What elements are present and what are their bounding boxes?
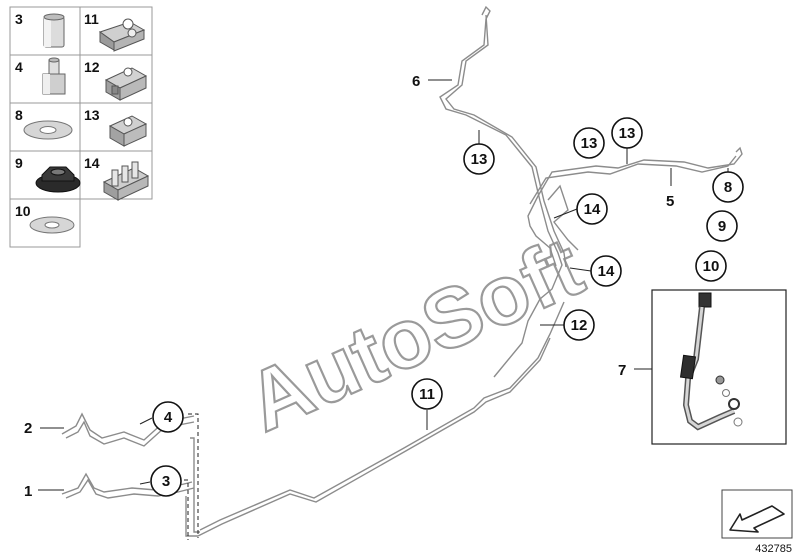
legend-number: 4 bbox=[15, 59, 23, 75]
brake-pipes bbox=[61, 5, 743, 537]
legend-number: 14 bbox=[84, 155, 100, 171]
brake-hose-detail-box bbox=[651, 289, 787, 445]
legend-number: 3 bbox=[15, 11, 23, 27]
image-number: 432785 bbox=[755, 543, 792, 555]
legend-number: 12 bbox=[84, 59, 100, 75]
callout-circle-label: 13 bbox=[619, 125, 636, 142]
callout-circle bbox=[695, 250, 727, 282]
callout-circle-label: 14 bbox=[598, 263, 615, 280]
watermark-text: AutoSoft bbox=[233, 219, 595, 449]
callout-circle bbox=[152, 401, 184, 433]
view-direction-box bbox=[721, 489, 793, 539]
callout-circle-label: 11 bbox=[419, 386, 435, 403]
brake-hose-icon bbox=[679, 292, 743, 431]
callout-circle-label: 14 bbox=[584, 201, 601, 218]
callout-label: 2 bbox=[24, 420, 32, 437]
multi-pipe-clip-icon bbox=[102, 161, 150, 201]
single-pipe-clip-icon bbox=[108, 115, 148, 147]
guide-lines bbox=[184, 413, 199, 540]
callout-circle bbox=[573, 127, 605, 159]
callout-label: 7 bbox=[618, 362, 626, 379]
callout-label: 6 bbox=[412, 73, 420, 90]
callout-label: 1 bbox=[24, 483, 32, 500]
callout-circle bbox=[463, 143, 495, 175]
legend-number: 8 bbox=[15, 107, 23, 123]
flat-washer-icon bbox=[23, 120, 73, 140]
pipe-union-nut-icon bbox=[42, 57, 66, 95]
callout-circle bbox=[706, 210, 738, 242]
legend-number: 13 bbox=[84, 107, 100, 123]
callout-circles: 13 13 13 8 14 9 14 10 12 11 4 3 bbox=[150, 117, 744, 497]
callout-circle-label: 13 bbox=[471, 151, 488, 168]
rubber-grommet-icon bbox=[35, 166, 81, 193]
callout-circle-label: 8 bbox=[724, 179, 732, 196]
direction-arrow-icon bbox=[729, 505, 785, 533]
callout-circle bbox=[411, 378, 443, 410]
pipe-holder-bracket-icon bbox=[104, 67, 148, 101]
hex-sleeve-nut-icon bbox=[43, 13, 65, 48]
callout-circle bbox=[563, 309, 595, 341]
callout-circle-label: 12 bbox=[571, 317, 588, 334]
callout-circle-label: 3 bbox=[162, 473, 170, 490]
callout-circle-label: 9 bbox=[718, 218, 726, 235]
callout-circle bbox=[150, 465, 182, 497]
flat-washer-icon bbox=[29, 216, 75, 234]
callout-circle-label: 10 bbox=[703, 258, 720, 275]
legend-number: 9 bbox=[15, 155, 23, 171]
parts-legend: 3 11 4 12 8 13 9 14 10 bbox=[9, 6, 153, 248]
callout-circle-label: 4 bbox=[164, 409, 173, 426]
callout-circle bbox=[576, 193, 608, 225]
callout-circle bbox=[611, 117, 643, 149]
double-pipe-clip-icon bbox=[98, 18, 146, 52]
legend-number: 11 bbox=[84, 11, 99, 27]
callout-circle bbox=[590, 255, 622, 287]
callout-label: 5 bbox=[666, 193, 674, 210]
legend-number: 10 bbox=[15, 203, 31, 219]
callout-circle-label: 13 bbox=[581, 135, 598, 152]
callout-circle bbox=[712, 171, 744, 203]
